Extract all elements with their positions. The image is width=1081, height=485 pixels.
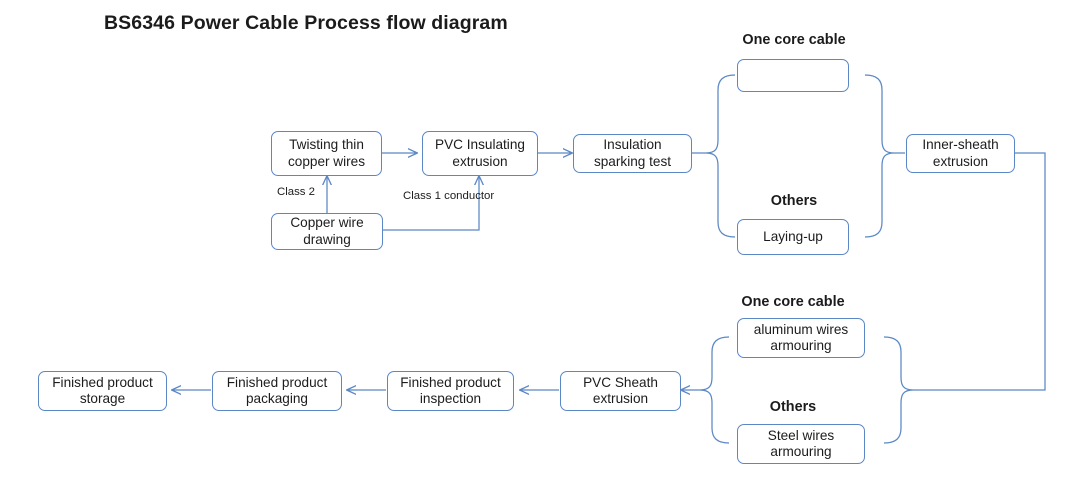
node-copper-line1: Copper wire xyxy=(290,215,364,230)
node-twisting-thin-copper-wires[interactable]: Twisting thin copper wires xyxy=(271,131,382,176)
edge-label-class1-line2: conductor xyxy=(444,190,495,202)
node-steel-line2: armouring xyxy=(770,444,832,459)
node-inspection-line1: Finished product xyxy=(400,374,501,390)
node-pvc-sheath-line1: PVC Sheath xyxy=(583,374,658,390)
node-storage-line2: storage xyxy=(79,391,126,406)
group-label-one-core-cable-bottom: One core cable xyxy=(741,294,845,310)
edge-label-class-1-conductor: Class 1 conductor xyxy=(403,190,494,204)
node-aluminum-wires-armouring[interactable]: aluminum wires armouring xyxy=(737,318,865,358)
node-pvc-sheath-line2: extrusion xyxy=(592,391,649,406)
page-title: BS6346 Power Cable Process flow diagram xyxy=(104,12,508,34)
group-label-others-bottom: Others xyxy=(769,399,817,415)
node-storage-line1: Finished product xyxy=(52,374,153,390)
brace-top-open xyxy=(705,74,736,238)
node-inspection-line2: inspection xyxy=(419,391,482,406)
node-pvc-sheath-extrusion[interactable]: PVC Sheath extrusion xyxy=(560,371,681,411)
brace-bottom-close xyxy=(883,336,914,444)
node-aluminum-line1: aluminum wires xyxy=(753,321,849,337)
node-sparking-line1: Insulation xyxy=(603,137,662,152)
edge-inner-sheath-to-bottom-brace xyxy=(913,152,1046,391)
node-inner-sheath-line2: extrusion xyxy=(932,153,989,169)
node-packaging-line1: Finished product xyxy=(226,374,328,390)
node-insulation-sparking-test[interactable]: Insulation sparking test xyxy=(573,134,692,173)
node-twisting-line1: Twisting thin xyxy=(289,137,364,152)
node-copper-wire-drawing[interactable]: Copper wire drawing xyxy=(271,213,383,250)
node-pvc-insulating-line2: extrusion xyxy=(452,153,508,169)
node-twisting-line2: copper wires xyxy=(287,153,366,169)
node-aluminum-line2: armouring xyxy=(770,338,832,353)
node-inner-sheath-extrusion[interactable]: Inner-sheath extrusion xyxy=(906,134,1015,173)
node-pvc-insulating-line1: PVC Insulating xyxy=(435,137,525,152)
node-finished-product-packaging[interactable]: Finished product packaging xyxy=(212,371,342,411)
node-finished-product-storage[interactable]: Finished product storage xyxy=(38,371,167,411)
node-copper-line2: drawing xyxy=(303,231,351,247)
node-laying-up-label: Laying-up xyxy=(763,228,823,244)
node-steel-line1: Steel wires xyxy=(767,427,835,443)
node-laying-up[interactable]: Laying-up xyxy=(737,219,849,255)
node-finished-product-inspection[interactable]: Finished product inspection xyxy=(387,371,514,411)
node-one-core-cable-pass-through[interactable] xyxy=(737,59,849,92)
group-label-one-core-cable-top: One core cable xyxy=(742,32,846,48)
node-packaging-line2: packaging xyxy=(246,391,308,406)
node-sparking-line2: sparking test xyxy=(593,153,672,169)
edge-label-class-2: Class 2 xyxy=(277,186,315,198)
brace-top-close xyxy=(864,74,895,238)
brace-bottom-open xyxy=(699,336,730,444)
node-inner-sheath-line1: Inner-sheath xyxy=(922,137,999,152)
group-label-others-top: Others xyxy=(770,193,818,209)
node-pvc-insulating-extrusion[interactable]: PVC Insulating extrusion xyxy=(422,131,538,176)
node-steel-wires-armouring[interactable]: Steel wires armouring xyxy=(737,424,865,464)
edge-label-class1-line1: Class 1 xyxy=(403,190,441,202)
